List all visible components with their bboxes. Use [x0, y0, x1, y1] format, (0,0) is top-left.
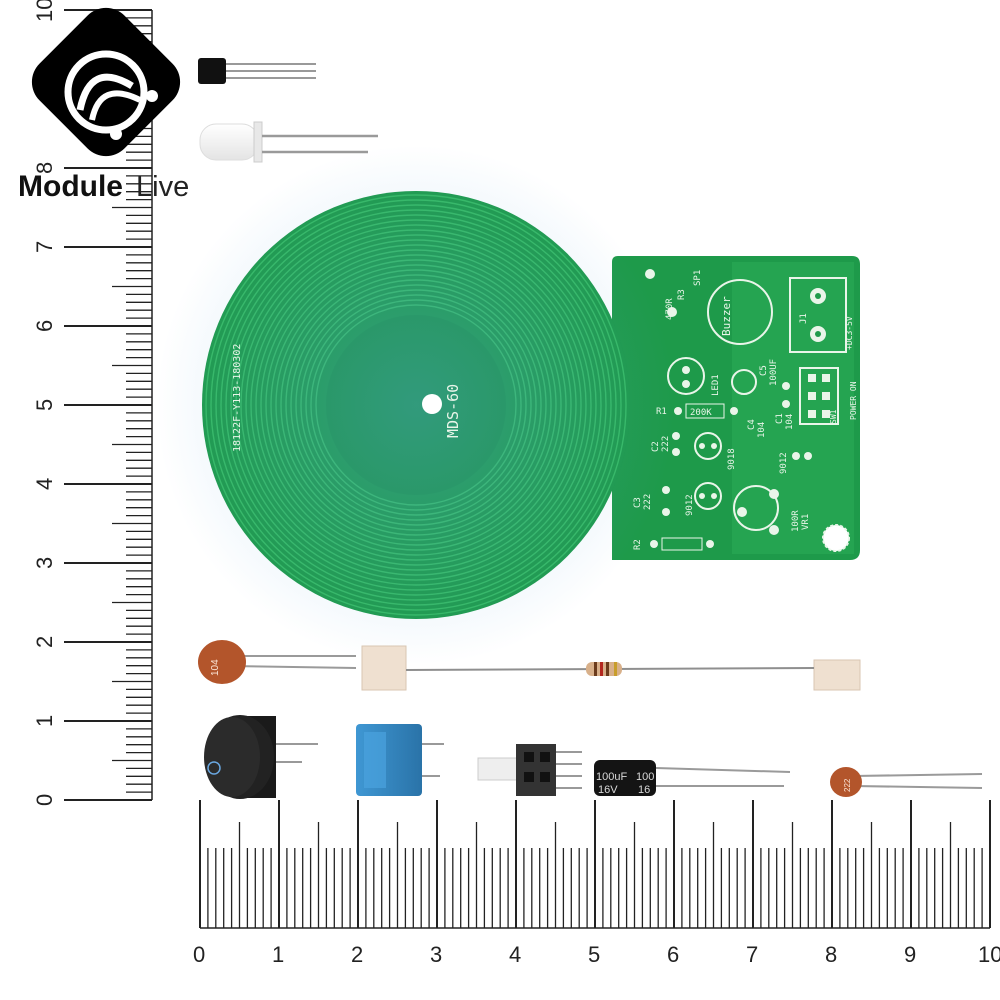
logo-brand-light: Live	[136, 171, 189, 203]
vertical-ruler-labels: 0 1 2 3 4 5 6 7 8 9 10	[32, 0, 57, 806]
vertical-ruler	[64, 9, 153, 801]
ceramic-capacitor-104: 104	[198, 640, 357, 684]
transistor-part	[198, 58, 316, 84]
h-ruler-label-4: 4	[509, 942, 521, 967]
pcb-mount-hole	[822, 524, 850, 552]
c2-value: 222	[661, 436, 671, 452]
j1-label: J1	[799, 313, 809, 324]
brand-logo: Module Live	[18, 7, 189, 203]
buzzer-part	[204, 715, 318, 799]
h-ruler-label-3: 3	[430, 942, 442, 967]
v-ruler-label-7: 7	[32, 241, 57, 253]
h-ruler-label-8: 8	[825, 942, 837, 967]
v-ruler-label-2: 2	[32, 636, 57, 648]
v-ruler-label-8: 8	[32, 162, 57, 174]
r2-label: R2	[633, 539, 643, 550]
c1-value: 104	[785, 414, 795, 430]
v-ruler-label-5: 5	[32, 399, 57, 411]
h-ruler-label-1: 1	[272, 942, 284, 967]
ceramic-capacitor-222: 222	[830, 767, 983, 797]
logo-brand-bold: Module	[18, 170, 123, 203]
h-ruler-label-7: 7	[746, 942, 758, 967]
electrolytic-capacitor-part: 100uF 100 16V 16	[594, 760, 791, 796]
r3-label: R3	[677, 289, 687, 300]
buzzer-footprint	[707, 279, 773, 345]
pcb-date-code: 18122F-Y113-180302	[232, 344, 243, 452]
dc-label: +DC3-5V	[845, 316, 854, 350]
c4-value: 104	[757, 422, 767, 438]
c3-label: C3	[633, 497, 643, 508]
r1-value: 200K	[690, 408, 712, 418]
resistor-on-tape	[361, 645, 861, 691]
led-part	[199, 121, 378, 163]
pcb-model-label: MDS-60	[444, 384, 462, 438]
q1-value: 9018	[727, 448, 737, 470]
led-footprint	[667, 357, 705, 395]
v-ruler-label-10: 10	[32, 0, 57, 22]
logo-diamond-icon	[31, 7, 181, 157]
vr1-label: VR1	[801, 514, 811, 530]
h-ruler-label-5: 5	[588, 942, 600, 967]
push-switch-part	[477, 744, 582, 796]
electrolytic-voltage-2: 16	[638, 784, 650, 796]
electrolytic-value-2: 100	[636, 771, 654, 783]
power-on-label: POWER ON	[849, 381, 858, 420]
screw-terminal-part	[356, 724, 444, 796]
v-ruler-label-1: 1	[32, 715, 57, 727]
sp1-label: SP1	[693, 270, 703, 286]
buzzer-label: Buzzer	[720, 296, 733, 336]
mounting-hole	[422, 394, 442, 414]
v-ruler-label-0: 0	[32, 794, 57, 806]
plus-icon	[207, 761, 221, 775]
electrolytic-value: 100uF	[596, 771, 627, 783]
sw1-label: SW1	[829, 409, 838, 424]
h-ruler-label-0: 0	[193, 942, 205, 967]
horizontal-ruler-labels: 0 1 2 3 4 5 6 7 8 9 10	[193, 942, 1000, 967]
vr1-footprint	[733, 485, 779, 531]
c5-label: C5	[759, 365, 769, 376]
v-ruler-label-6: 6	[32, 320, 57, 332]
c1-label: C1	[775, 413, 785, 424]
electrolytic-voltage: 16V	[598, 784, 618, 796]
c3-value: 222	[643, 494, 653, 510]
h-ruler-label-6: 6	[667, 942, 679, 967]
c4-label: C4	[747, 419, 757, 430]
ceramic-cap-104-code: 104	[210, 659, 221, 676]
h-ruler-label-9: 9	[904, 942, 916, 967]
vr1-value: 100R	[791, 510, 801, 532]
c5-value: 100UF	[769, 359, 779, 386]
h-ruler-label-10: 10	[978, 942, 1000, 967]
ceramic-cap-222-code: 222	[843, 778, 852, 792]
q2-value: 9012	[685, 494, 695, 516]
q3-value: 9012	[779, 452, 789, 474]
r1-label: R1	[656, 407, 667, 417]
logo-ring-icon	[64, 50, 148, 134]
v-ruler-label-3: 3	[32, 557, 57, 569]
sw1-footprint	[799, 367, 839, 425]
h-ruler-label-2: 2	[351, 942, 363, 967]
metal-detector-pcb: MDS-60 18122F-Y113-180302 Buzzer SP1 R3 …	[156, 145, 860, 665]
led-label: LED1	[711, 374, 721, 396]
c2-label: C2	[651, 441, 661, 452]
j1-footprint	[789, 277, 847, 353]
horizontal-ruler	[199, 800, 991, 929]
v-ruler-label-4: 4	[32, 478, 57, 490]
